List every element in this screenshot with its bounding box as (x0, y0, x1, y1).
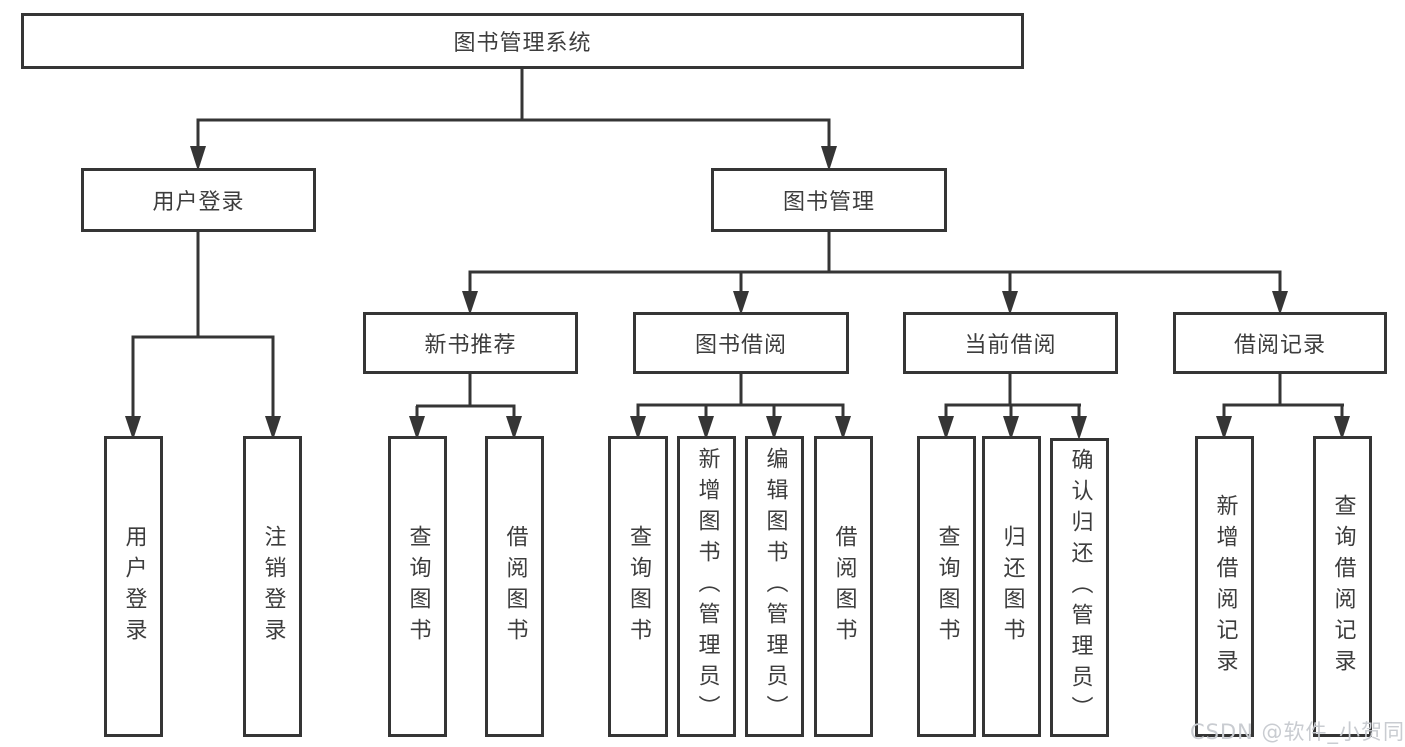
node-label: 查询图书 (626, 524, 651, 649)
node-user-login: 用户登录 (81, 168, 316, 232)
arrowhead-icon (1334, 416, 1350, 440)
node-label: 确认归还（管理员） (1067, 448, 1093, 727)
node-label: 查询图书 (934, 524, 960, 649)
arrowhead-icon (1272, 291, 1288, 315)
arrowhead-icon (1002, 291, 1018, 315)
node-leaf-query-books-recommend: 查询图书 (388, 436, 447, 737)
node-leaf-borrow-books: 借阅图书 (814, 436, 873, 737)
node-label: 编辑图书（管理员） (762, 447, 788, 726)
node-label: 新书推荐 (424, 333, 517, 358)
node-library-management-system: 图书管理系统 (21, 13, 1024, 69)
node-label: 归还图书 (999, 524, 1025, 649)
connector-lines (131, 69, 1344, 418)
node-label: 图书管理 (782, 190, 875, 215)
node-leaf-add-books-admin: 新增图书（管理员） (677, 436, 736, 737)
node-leaf-confirm-return-admin: 确认归还（管理员） (1050, 438, 1109, 737)
node-label: 图书管理系统 (453, 31, 592, 56)
arrowhead-icon (938, 416, 954, 440)
node-label: 用户登录 (121, 524, 147, 649)
node-book-management: 图书管理 (711, 168, 947, 232)
arrowhead-icon (733, 291, 749, 315)
node-label: 用户登录 (152, 190, 245, 215)
node-leaf-query-books-current: 查询图书 (917, 436, 976, 737)
arrowhead-icon (265, 416, 281, 440)
arrowhead-icon (821, 146, 837, 171)
node-borrowing-records: 借阅记录 (1173, 312, 1387, 374)
node-leaf-edit-books-admin: 编辑图书（管理员） (745, 436, 804, 737)
arrowhead-icon (125, 416, 141, 440)
node-new-book-recommendation: 新书推荐 (363, 312, 578, 374)
node-label: 新增图书（管理员） (694, 447, 720, 726)
node-leaf-logout: 注销登录 (243, 436, 302, 737)
node-label: 查询图书 (405, 524, 431, 649)
node-leaf-query-books-borrow: 查询图书 (608, 436, 668, 737)
node-leaf-return-books: 归还图书 (982, 436, 1041, 737)
arrowhead-icon (835, 416, 851, 440)
node-label: 图书借阅 (694, 333, 787, 358)
node-label: 新增借阅记录 (1212, 493, 1238, 680)
arrowhead-icon (630, 416, 646, 440)
arrowhead-icon (462, 291, 478, 315)
arrowhead-icon (1003, 416, 1019, 440)
node-label: 借阅记录 (1233, 333, 1326, 358)
arrowhead-icon (698, 416, 714, 440)
arrowhead-icon (1071, 416, 1087, 440)
node-label: 借阅图书 (502, 524, 528, 649)
arrowhead-icon (190, 146, 206, 171)
node-leaf-query-borrow-record: 查询借阅记录 (1313, 436, 1372, 737)
node-leaf-user-login: 用户登录 (104, 436, 163, 737)
node-label: 注销登录 (260, 524, 286, 649)
node-leaf-borrow-books-recommend: 借阅图书 (485, 436, 544, 737)
node-book-borrowing: 图书借阅 (633, 312, 849, 374)
node-label: 当前借阅 (964, 333, 1057, 358)
arrowhead-icon (766, 416, 782, 440)
node-leaf-add-borrow-record: 新增借阅记录 (1195, 436, 1254, 737)
node-label: 查询借阅记录 (1330, 493, 1356, 680)
arrowheads (125, 146, 1350, 440)
node-current-borrowing: 当前借阅 (903, 312, 1118, 374)
node-label: 借阅图书 (831, 524, 857, 649)
arrowhead-icon (1216, 416, 1232, 440)
arrowhead-icon (506, 416, 522, 440)
csdn-watermark: CSDN @软件_小贺同学 (1190, 720, 1405, 744)
arrowhead-icon (409, 416, 425, 440)
